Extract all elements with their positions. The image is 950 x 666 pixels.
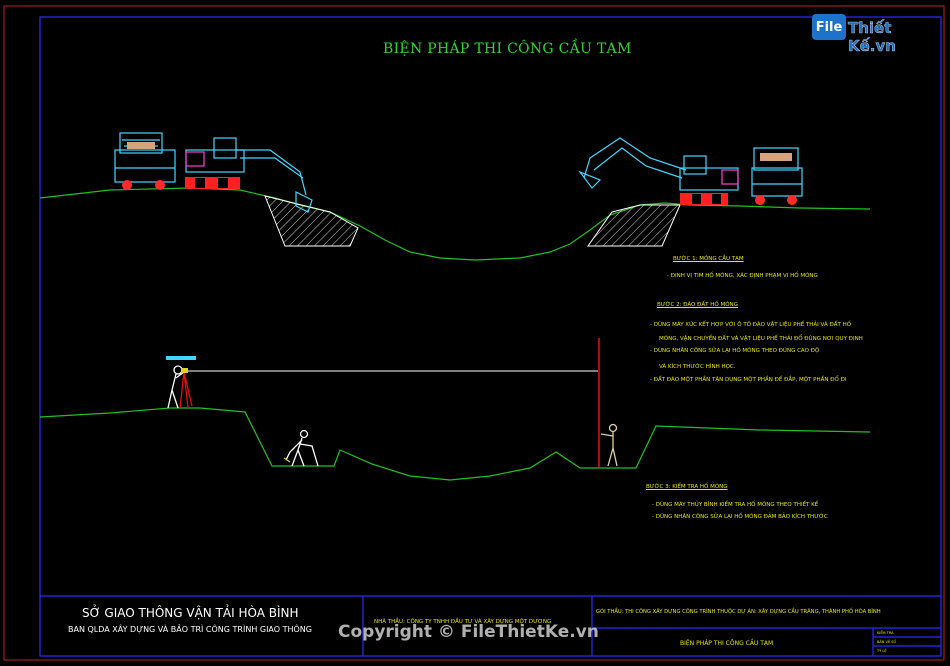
logo-file-badge: File <box>812 14 846 40</box>
step-2-line-5: - ĐẤT ĐÀO MỘT PHẦN TẬN DỤNG MỘT PHẦN ĐỂ … <box>650 377 847 383</box>
step-2-line-1: - DÙNG MÁY XÚC KẾT HỢP VỚI Ô TÔ ĐÀO VẬT … <box>650 322 852 328</box>
step-2-heading: BƯỚC 2: ĐÀO ĐẤT HỐ MÓNG <box>657 302 738 308</box>
excavator-right <box>578 137 739 205</box>
excavator-left <box>185 137 313 213</box>
ground-line-top <box>39 187 871 261</box>
step-1-line-1: - ĐỊNH VỊ TIM HỐ MÓNG, XÁC ĐỊNH PHẠM VI … <box>667 273 818 279</box>
worker-digging-figure <box>283 429 319 467</box>
bottom-section <box>39 338 871 481</box>
copyright-watermark: Copyright © FileThietKe.vn <box>338 622 599 642</box>
step-2-line-3: - DÙNG NHÂN CÔNG SỬA LẠI HỐ MÓNG THEO ĐÚ… <box>650 348 820 354</box>
small-label-scale: TỶ LỆ <box>877 649 887 653</box>
contractor-name: NHÀ THẦU: CÔNG TY TNHH ĐẦU TƯ VÀ XÂY DỰN… <box>374 619 552 625</box>
small-label-check: KIỂM TRA <box>877 631 894 635</box>
step-3-heading: BƯỚC 3: KIỂM TRA HỐ MÓNG <box>646 484 728 490</box>
excavation-hatch-left <box>264 195 359 247</box>
owner-name: SỞ GIAO THÔNG VẬN TẢI HÒA BÌNH <box>82 606 299 620</box>
excavation-hatch-right <box>587 204 681 247</box>
management-board: BAN QLDA XÂY DỰNG VÀ BẢO TRÌ CÔNG TRÌNH … <box>68 625 312 634</box>
dump-truck-right <box>751 147 803 205</box>
logo-name: Thiết Kế.vn <box>848 19 896 55</box>
filethietke-logo[interactable]: File Thiết Kế.vn <box>812 14 922 55</box>
step-3-line-2: - DÙNG NHÂN CÔNG SỬA LẠI HỐ MÓNG ĐẢM BẢO… <box>652 514 828 520</box>
drawing-title: BIỆN PHÁP THI CÔNG CẦU TẠM <box>383 41 632 57</box>
dump-truck-left <box>114 132 176 190</box>
staff-holder-figure <box>600 423 618 467</box>
ground-line-bottom <box>39 407 871 481</box>
outer-frame <box>3 5 945 661</box>
step-2-line-4: VÀ KÍCH THƯỚC HÌNH HỌC. <box>659 364 736 370</box>
small-label-sheet-no: BẢN VẼ SỐ <box>877 640 897 644</box>
surveyor-figure <box>166 356 196 409</box>
step-3-line-1: - DÙNG MÁY THỦY BÌNH KIỂM TRA HỐ MÓNG TH… <box>652 502 819 508</box>
title-block <box>40 595 941 656</box>
top-section <box>39 132 871 261</box>
inner-frame <box>39 16 942 657</box>
step-1-heading: BƯỚC 1: MÓNG CẦU TẠM <box>673 256 744 262</box>
sheet-title: BIỆN PHÁP THI CÔNG CẦU TẠM <box>680 640 774 647</box>
package-description: GÓI THẦU: THI CÔNG XÂY DỰNG CÔNG TRÌNH T… <box>596 609 881 615</box>
step-2-line-2: MÓNG, VẬN CHUYỂN ĐẤT VÀ VẬT LIỆU PHẾ THẢ… <box>659 336 863 342</box>
